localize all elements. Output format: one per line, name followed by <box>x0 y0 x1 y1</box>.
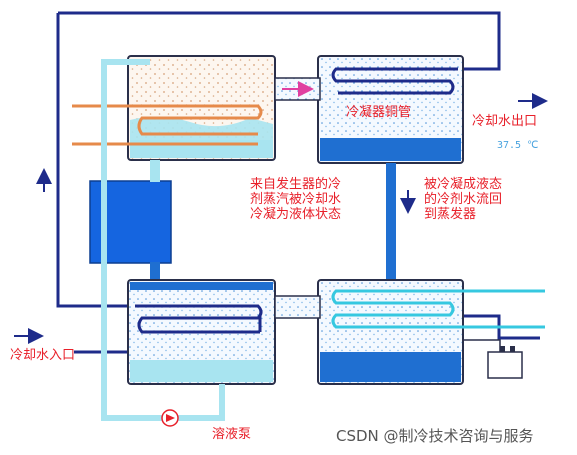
outlet-temperature: 37.5 ℃ <box>497 140 539 151</box>
condenser-vessel <box>317 55 464 164</box>
condenser-tube-coil <box>331 67 458 95</box>
flow-arrows <box>14 93 548 344</box>
vapor-condensing-caption: 来自发生器的冷 剂蒸汽被冷却水 冷凝为液体状态 <box>250 177 342 222</box>
watermark: CSDN @制冷技术咨询与服务 <box>336 427 534 445</box>
solution-pump-label: 溶液泵 <box>212 427 252 442</box>
refrigerant-return-pipe <box>386 163 396 281</box>
evaporator-vessel <box>274 279 464 385</box>
cooling-water-inlet-label: 冷却水入口 <box>10 348 76 363</box>
solution-pump-icon <box>161 409 179 427</box>
refrigerant-pump <box>463 339 523 379</box>
liquid-return-caption: 被冷凝成液态 的冷剂水流回 到蒸发器 <box>424 177 503 222</box>
vapor-passage <box>274 77 321 101</box>
chilled-water-coil <box>331 289 545 329</box>
absorber-coil <box>135 304 263 334</box>
condenser-tube-label: 冷凝器铜管 <box>346 105 412 120</box>
cooling-water-outlet-label: 冷却水出口 <box>472 114 538 129</box>
solution-loop <box>101 59 225 421</box>
